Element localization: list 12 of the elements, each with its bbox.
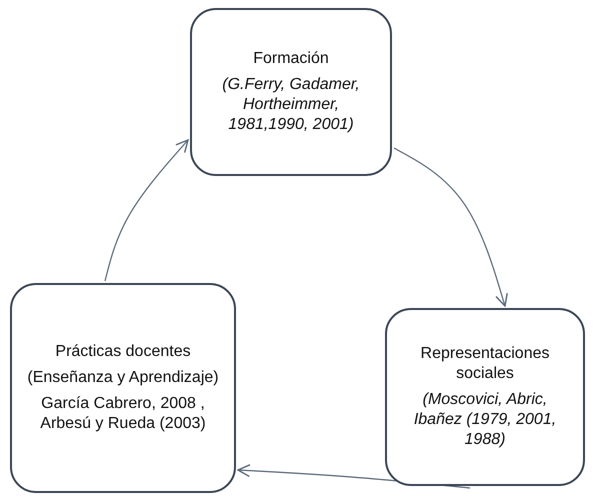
node-title: Representaciones sociales <box>420 344 550 384</box>
node-title: Prácticas docentes <box>55 342 191 362</box>
curved-arrow <box>394 147 508 307</box>
node-text: (Enseñanza y Aprendizaje) <box>27 368 219 388</box>
node-text: García Cabrero, 2008 , Arbesú y Rueda (2003) <box>39 394 207 434</box>
node-text: (Moscovici, Abric, Ibañez (1979, 2001, 1988) <box>412 390 558 450</box>
rounded-box <box>10 283 236 493</box>
node-title: Formación <box>253 49 329 69</box>
node-text: (G.Ferry, Gadamer, Hortheimmer, 1981,1990, 2001) <box>221 75 361 135</box>
rounded-box <box>190 8 392 176</box>
curved-arrow <box>104 139 189 282</box>
rounded-box <box>385 308 585 486</box>
